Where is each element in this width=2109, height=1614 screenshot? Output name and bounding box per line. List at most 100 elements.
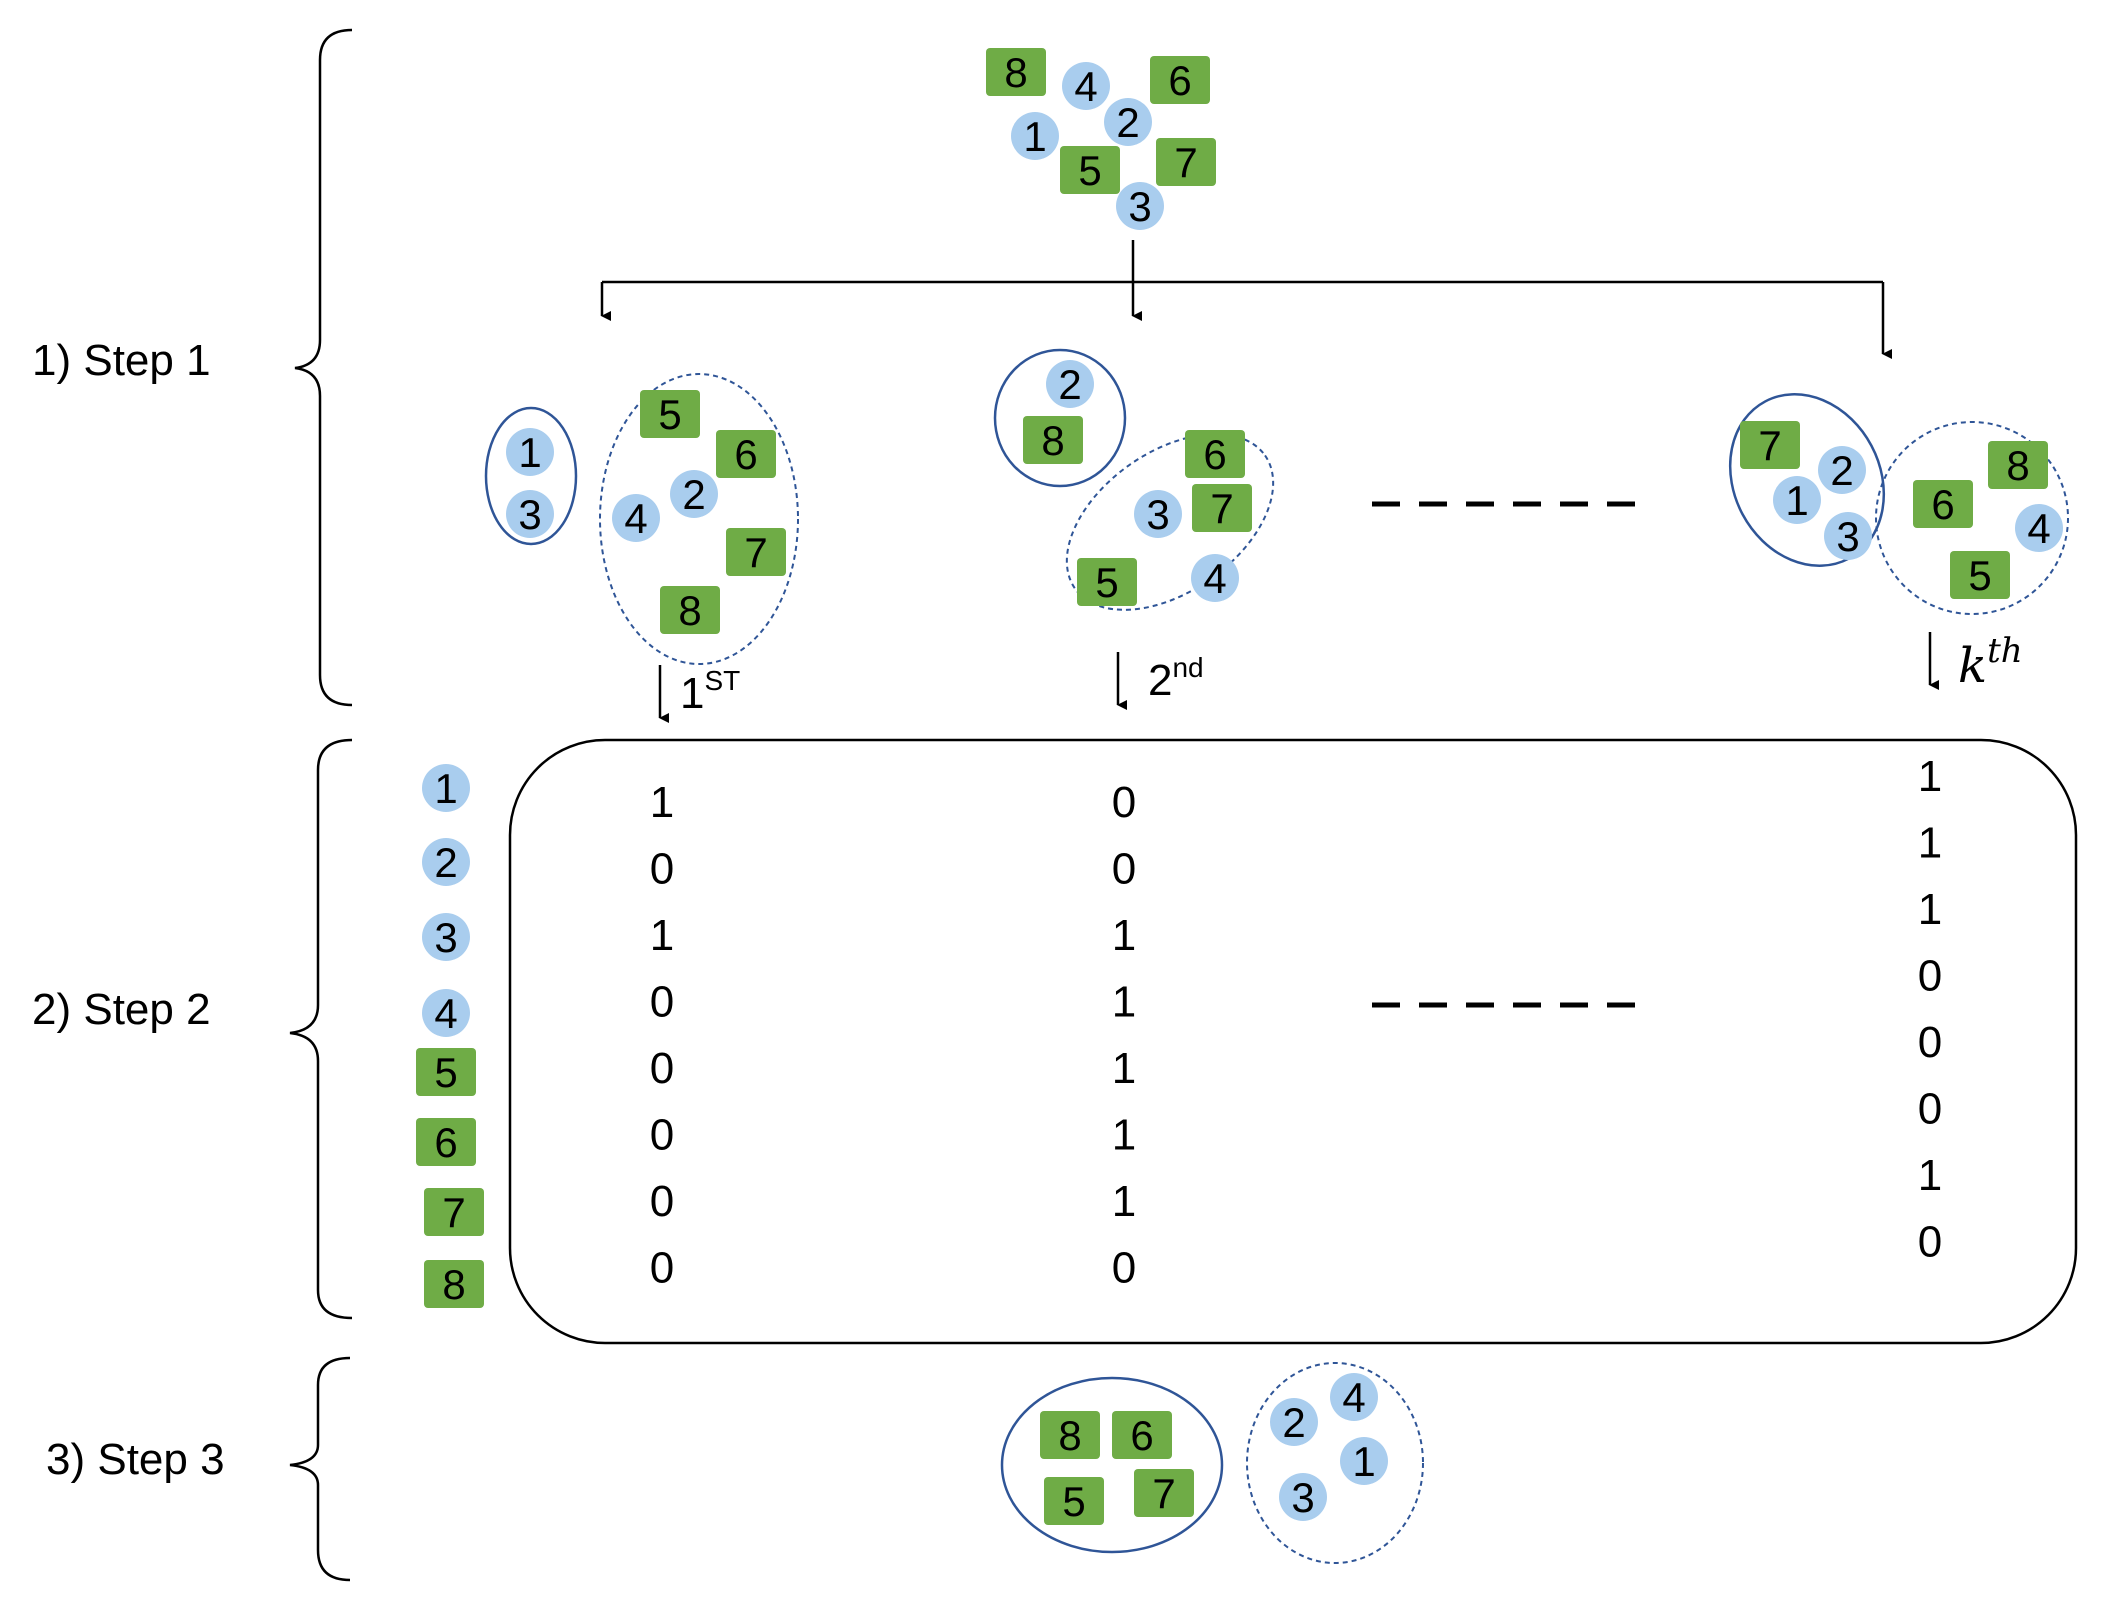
initial-item: 8 — [986, 48, 1046, 96]
cluster-item: 4 — [612, 494, 660, 542]
square-marker — [1060, 146, 1120, 194]
final-cluster-item: 8 — [1040, 1411, 1100, 1459]
final-cluster-item: 3 — [1279, 1473, 1327, 1521]
marker-label: 3 — [1128, 183, 1151, 230]
step2-label: 2) Step 2 — [32, 985, 211, 1034]
matrix-row-label: 1 — [422, 764, 470, 812]
cluster-item: 4 — [2015, 504, 2063, 552]
marker-label: 1 — [1023, 113, 1046, 160]
square-marker — [660, 586, 720, 634]
marker-label: 4 — [624, 495, 647, 542]
marker-label: 3 — [434, 914, 457, 961]
marker-label: 4 — [2027, 505, 2050, 552]
cluster-item: 7 — [726, 528, 786, 576]
cluster-item: 5 — [640, 390, 700, 438]
marker-label: 8 — [2006, 442, 2029, 489]
matrix-cell: 0 — [1918, 1085, 1942, 1134]
kth-iteration-label: kth — [1958, 631, 2023, 694]
matrix-cell: 1 — [1112, 911, 1136, 960]
square-marker — [1077, 558, 1137, 606]
marker-label: 4 — [1203, 555, 1226, 602]
step1-brace — [294, 28, 353, 707]
cluster-item: 6 — [1185, 430, 1245, 478]
step2-brace — [289, 738, 353, 1320]
cluster-item: 1 — [506, 428, 554, 476]
step3-brace — [289, 1356, 351, 1582]
cluster-item: 3 — [506, 490, 554, 538]
square-marker — [1156, 138, 1216, 186]
cluster-item: 3 — [1824, 512, 1872, 560]
matrix-row-label: 2 — [422, 838, 470, 886]
matrix-cell: 1 — [650, 778, 674, 827]
circle-marker — [1116, 182, 1164, 230]
cluster-item: 8 — [1988, 441, 2048, 489]
marker-label: 6 — [434, 1119, 457, 1166]
cluster2-solid-ellipse — [993, 348, 1127, 488]
cluster-item: 5 — [1950, 551, 2010, 599]
marker-label: 6 — [734, 431, 757, 478]
marker-label: 4 — [1342, 1374, 1365, 1421]
marker-label: 6 — [1130, 1412, 1153, 1459]
circle-marker — [1773, 476, 1821, 524]
final-cluster-item: 1 — [1340, 1437, 1388, 1485]
matrix-cell: 0 — [650, 1111, 674, 1160]
circle-marker — [1279, 1473, 1327, 1521]
marker-label: 8 — [1041, 417, 1064, 464]
circle-marker — [1818, 446, 1866, 494]
matrix-row-label: 6 — [416, 1118, 476, 1166]
final-cluster-item: 4 — [1330, 1373, 1378, 1421]
marker-label: 2 — [1058, 361, 1081, 408]
square-marker — [1185, 430, 1245, 478]
square-marker — [1134, 1469, 1194, 1517]
marker-label: 4 — [434, 990, 457, 1037]
cluster-item: 6 — [1913, 480, 1973, 528]
marker-label: 2 — [682, 471, 705, 518]
matrix-cell: 1 — [1918, 752, 1942, 801]
square-marker — [726, 528, 786, 576]
initial-item: 2 — [1104, 98, 1152, 146]
marker-label: 7 — [1210, 485, 1233, 532]
circle-marker — [422, 989, 470, 1037]
circle-marker — [422, 764, 470, 812]
matrix-cell: 0 — [1112, 845, 1136, 894]
marker-label: 3 — [1146, 491, 1169, 538]
marker-label: 1 — [1785, 477, 1808, 524]
matrix-cell: 0 — [650, 1177, 674, 1226]
marker-label: 7 — [744, 529, 767, 576]
matrix-row-label: 4 — [422, 989, 470, 1037]
iteration-arrows — [658, 632, 1939, 723]
circle-marker — [1270, 1398, 1318, 1446]
cluster-item: 2 — [670, 470, 718, 518]
square-marker — [424, 1260, 484, 1308]
circle-marker — [506, 490, 554, 538]
cluster1-solid-ellipse — [484, 406, 578, 546]
cluster-item: 1 — [1773, 476, 1821, 524]
circle-marker — [422, 913, 470, 961]
circle-marker — [1824, 512, 1872, 560]
matrix-cell: 0 — [1918, 952, 1942, 1001]
marker-label: 2 — [1116, 99, 1139, 146]
square-marker — [986, 48, 1046, 96]
square-marker — [1112, 1411, 1172, 1459]
final-cluster-item: 7 — [1134, 1469, 1194, 1517]
marker-label: 5 — [1078, 147, 1101, 194]
marker-label: 2 — [1830, 447, 1853, 494]
square-marker — [1950, 551, 2010, 599]
square-marker — [1740, 421, 1800, 469]
marker-label: 7 — [1758, 422, 1781, 469]
matrix-cell: 0 — [650, 1044, 674, 1093]
marker-label: 5 — [1095, 559, 1118, 606]
cluster-item: 5 — [1077, 558, 1137, 606]
marker-label: 8 — [1004, 49, 1027, 96]
cluster-item: 3 — [1134, 490, 1182, 538]
matrix-cell: 1 — [1112, 978, 1136, 1027]
cluster-item: 8 — [1023, 416, 1083, 464]
matrix-row-label: 8 — [424, 1260, 484, 1308]
marker-label: 5 — [1062, 1478, 1085, 1525]
matrix-cell: 1 — [1112, 1177, 1136, 1226]
matrix-cell: 0 — [650, 978, 674, 1027]
initial-item: 1 — [1011, 112, 1059, 160]
marker-label: 1 — [434, 765, 457, 812]
